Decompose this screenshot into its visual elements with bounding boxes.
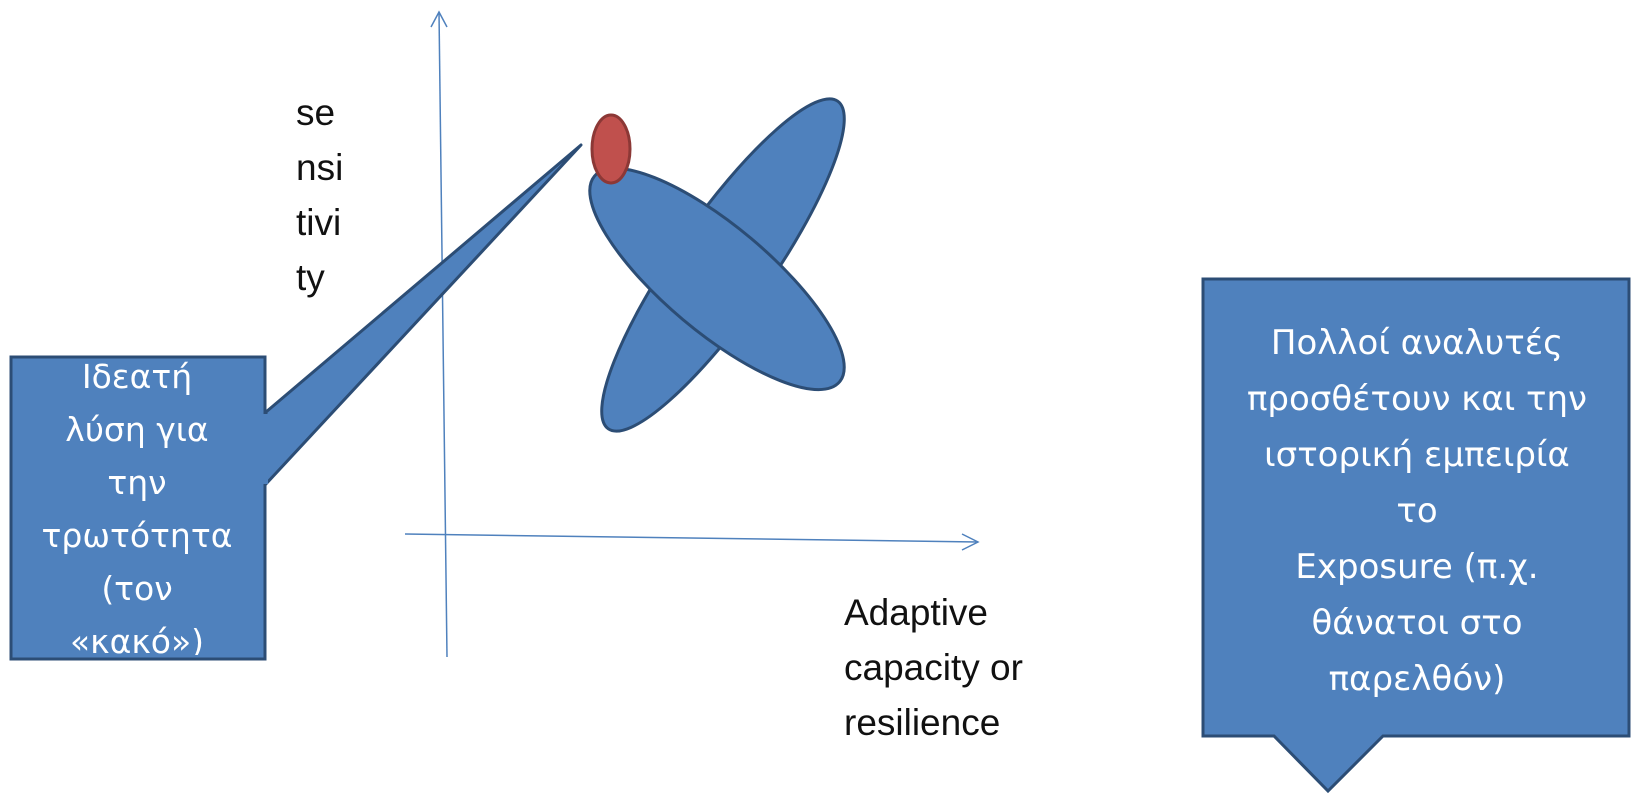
- x-axis-label: Adaptive capacity or resilience: [844, 592, 1023, 743]
- right-callout-text: Πολλοί αναλυτές προσθέτουν και την ιστορ…: [1246, 323, 1588, 699]
- x-axis-arrowhead: [961, 533, 980, 551]
- right-callout-box: [1201, 277, 1631, 794]
- left-callout-box: [9, 355, 267, 661]
- y-axis: [438, 11, 448, 658]
- x-axis: [404, 533, 979, 543]
- red-point: [590, 113, 632, 185]
- ellipse-descending: [588, 166, 846, 392]
- y-axis-arrowhead: [430, 10, 448, 28]
- y-axis-label: se nsi tivi ty: [296, 92, 344, 298]
- left-callout-text: Ιδεατή λύση για την τρωτότητα (τον «κακό…: [41, 357, 233, 655]
